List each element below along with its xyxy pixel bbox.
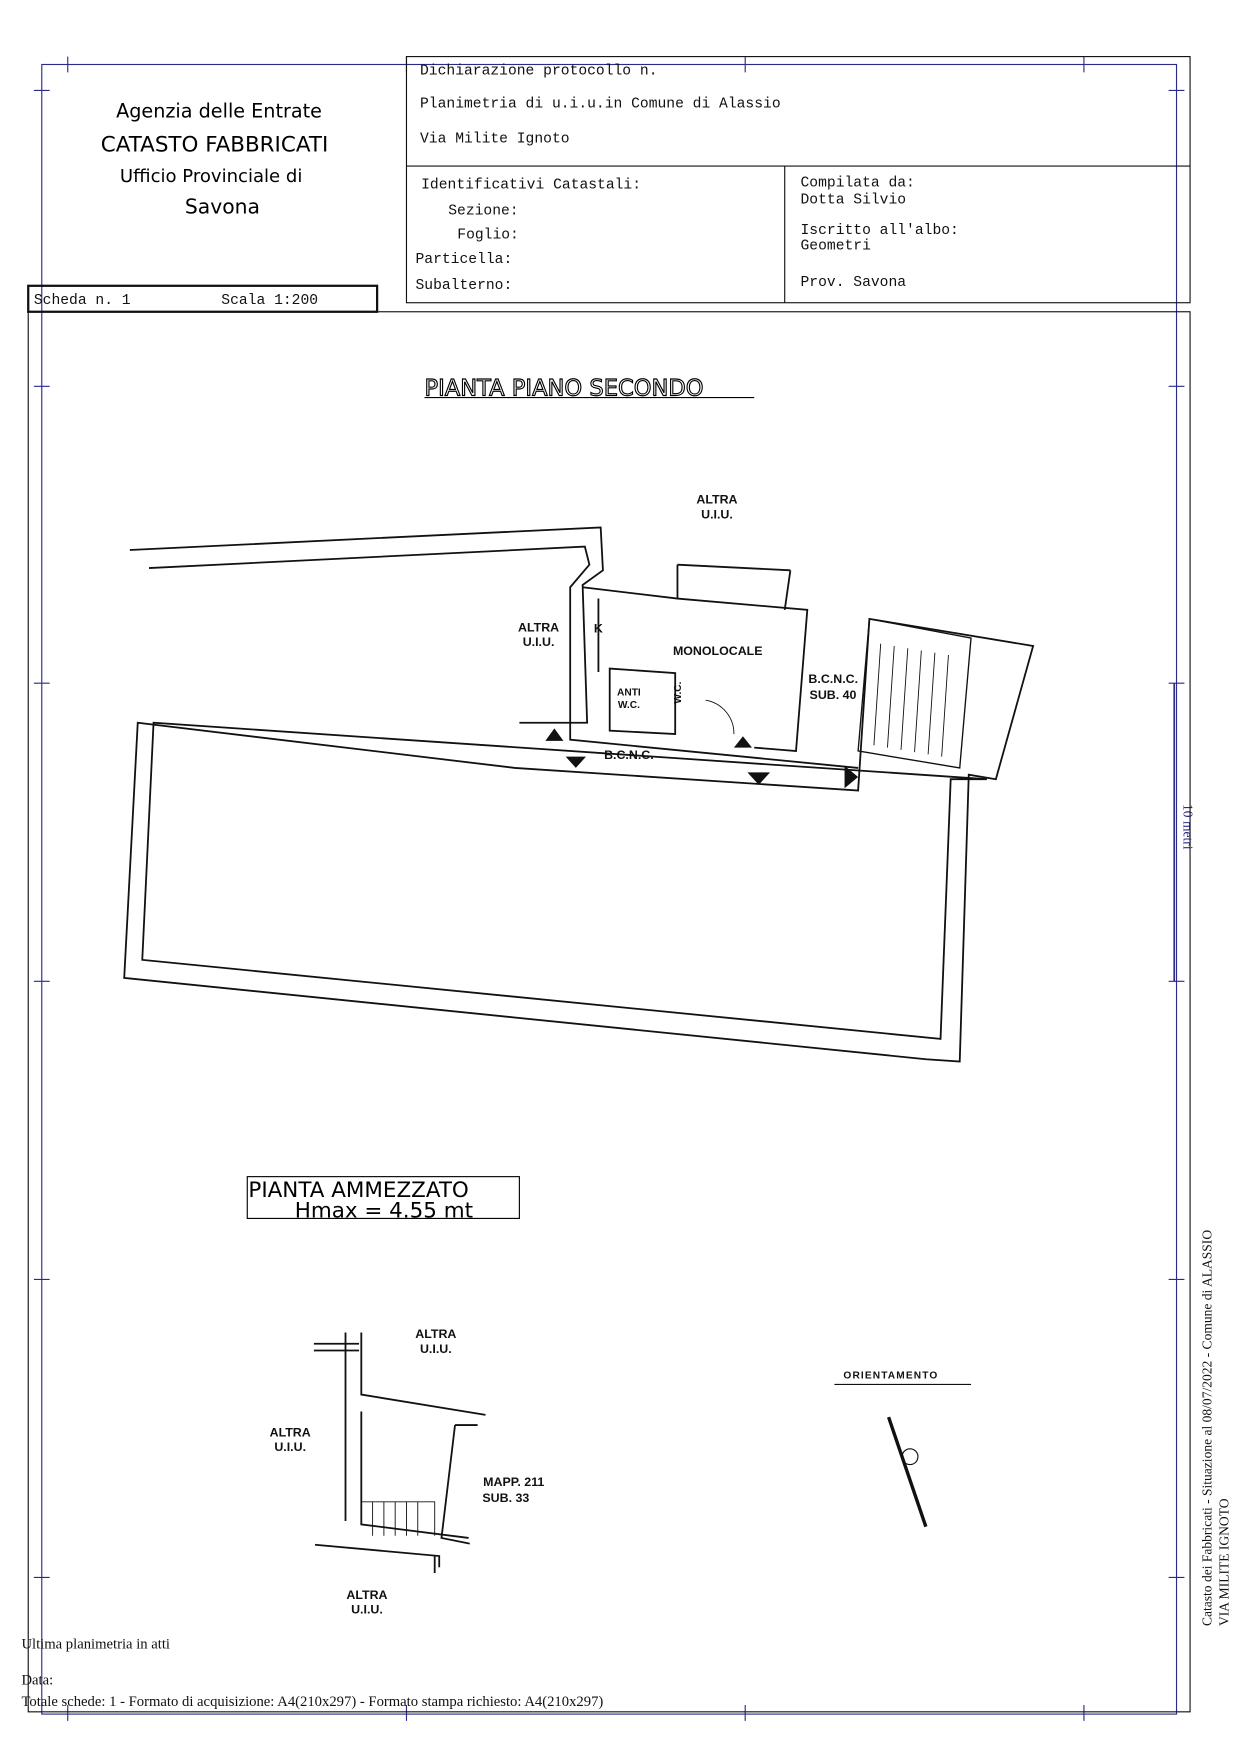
label-uiu-top: U.I.U. [701,507,733,521]
label-anti: ANTI [617,688,641,699]
mezz-uiu-top: U.I.U. [420,1342,452,1356]
mezzanine-title-box [246,1176,520,1219]
side-situation: Catasto dei Fabbricati - Situazione al 0… [1200,1230,1215,1626]
mezzanine-title: PIANTA AMMEZZATO [248,1178,468,1203]
label-uiu-left: U.I.U. [523,635,555,649]
second-floor-plan [123,526,1035,1063]
planimetria-label: Planimetria di u.i.u.in Comune di Alassi… [420,96,781,112]
mezz-uiu-bottom: U.I.U. [351,1603,383,1617]
header-frame [27,56,1191,1713]
foglio-label: Foglio: [457,227,519,243]
catasto-title: CATASTO FABBRICATI [101,132,329,157]
mezz-altra-left: ALTRA [270,1425,311,1439]
protocol-label: Dichiarazione protocollo n. [420,64,657,80]
label-mapp211: MAPP. 211 [483,1475,544,1489]
scale-bar-label: 10 metri [1180,804,1195,850]
compilata-label: Compilata da: [801,175,915,191]
mezz-altra-top: ALTRA [415,1327,456,1341]
compilata-name: Dotta Silvio [801,192,907,208]
subalterno-label: Subalterno: [416,278,513,294]
data-label: Data: [21,1673,53,1689]
mezzanine-plan [313,1332,486,1573]
ultima-planimetria: Ultima planimetria in atti [21,1637,170,1653]
blue-frame [33,56,1185,1721]
particella-label: Particella: [416,252,513,268]
label-sub40: SUB. 40 [810,688,857,702]
label-k: K [594,621,603,635]
address-label: Via Milite Ignoto [420,131,570,147]
label-bcnc: B.C.N.C. [604,748,654,762]
identificativi-label: Identificativi Catastali: [421,178,641,194]
label-wc: W.C. [673,681,684,703]
scala-label: Scala 1:200 [221,293,318,309]
scheda-label: Scheda n. 1 [34,293,131,309]
label-bcnc-sub40: B.C.N.C. [808,672,858,686]
mezz-uiu-left: U.I.U. [274,1440,306,1454]
label-monolocale: MONOLOCALE [673,644,763,658]
access-arrows [545,728,859,789]
albo-value: Geometri [801,239,872,255]
agency-name: Agenzia delle Entrate [116,100,322,123]
albo-label: Iscritto all'albo: [801,223,959,239]
mezz-altra-bottom: ALTRA [346,1588,387,1602]
province-name: Savona [185,195,260,219]
label-anti-wc: W.C. [618,700,640,711]
label-sub33: SUB. 33 [482,1491,529,1505]
office-name: Ufficio Provinciale di [120,166,302,187]
label-altra-top: ALTRA [696,493,737,507]
orientation-label: ORIENTAMENTO [843,1371,938,1382]
side-address: VIA MILITE IGNOTO [1216,1498,1231,1626]
totale-schede: Totale schede: 1 - Formato di acquisizio… [21,1694,603,1710]
mezzanine-hmax: Hmax = 4.55 mt [295,1198,473,1223]
label-altra-left: ALTRA [518,620,559,634]
sezione-label: Sezione: [448,204,518,220]
prov-label: Prov. Savona [801,275,907,291]
north-arrow-icon [886,1416,928,1528]
